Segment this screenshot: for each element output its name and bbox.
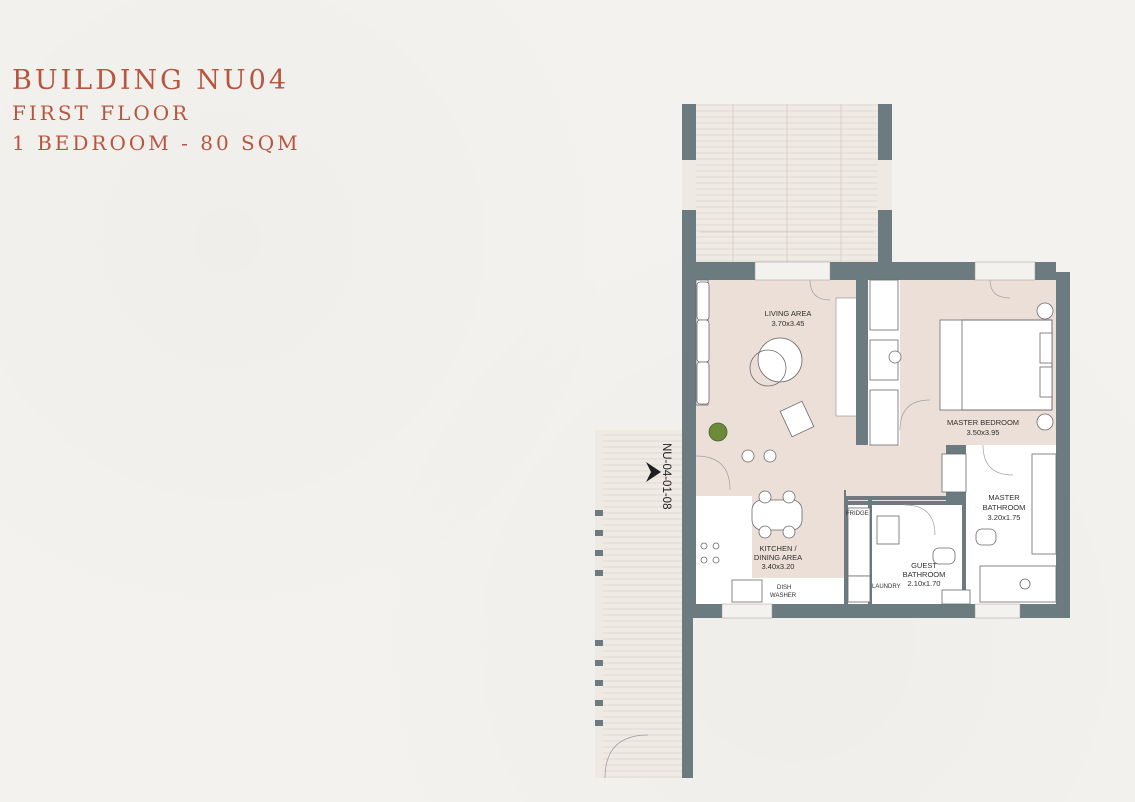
living-area-name: LIVING AREA: [765, 309, 812, 318]
left-balcony: [595, 430, 693, 779]
master-bedroom-size: 3.50x3.95: [967, 428, 1000, 437]
dishwasher-label-1: DISH: [777, 585, 791, 591]
unit-tag: NU-04-01-08: [646, 443, 672, 509]
kitchen-name1: KITCHEN /: [759, 544, 797, 553]
kitchen-furniture: [700, 490, 803, 603]
master-bathroom-name2: BATHROOM: [983, 503, 1026, 512]
bedroom-furniture: [869, 279, 1054, 446]
laundry-label: LAUNDRY: [872, 584, 901, 590]
kitchen-name2: DINING AREA: [754, 553, 802, 562]
windows: [721, 261, 1036, 619]
master-bathroom-name1: MASTER: [988, 493, 1020, 502]
kitchen-size: 3.40x3.20: [762, 562, 795, 571]
floor-subtitle: FIRST FLOOR: [12, 101, 191, 125]
room-labels: LIVING AREA 3.70x3.45 MASTER BEDROOM 3.5…: [754, 309, 1026, 599]
dishwasher-label-2: WASHER: [770, 593, 797, 599]
master-bathroom-size: 3.20x1.75: [988, 513, 1021, 522]
building-title: BUILDING NU04: [12, 65, 290, 96]
guest-bathroom-name1: GUEST: [911, 561, 937, 570]
living-area-size: 3.70x3.45: [772, 319, 805, 328]
bathroom-fixtures: [847, 453, 1057, 605]
entry-arrow-icon: [646, 462, 661, 482]
guest-bathroom-size: 2.10x1.70: [908, 579, 941, 588]
door-swings: [695, 279, 1014, 536]
living-furniture: [695, 279, 815, 463]
top-terrace: [682, 104, 892, 270]
fridge-label: FRIDGE: [846, 511, 869, 517]
title-block: BUILDING NU04 FIRST FLOOR 1 BEDROOM - 80…: [12, 64, 301, 158]
unit-type-subtitle: 1 BEDROOM - 80 SQM: [12, 131, 301, 155]
guest-bathroom-name2: BATHROOM: [903, 570, 946, 579]
unit-code-label: NU-04-01-08: [660, 443, 672, 509]
master-bedroom-name: MASTER BEDROOM: [947, 418, 1019, 427]
